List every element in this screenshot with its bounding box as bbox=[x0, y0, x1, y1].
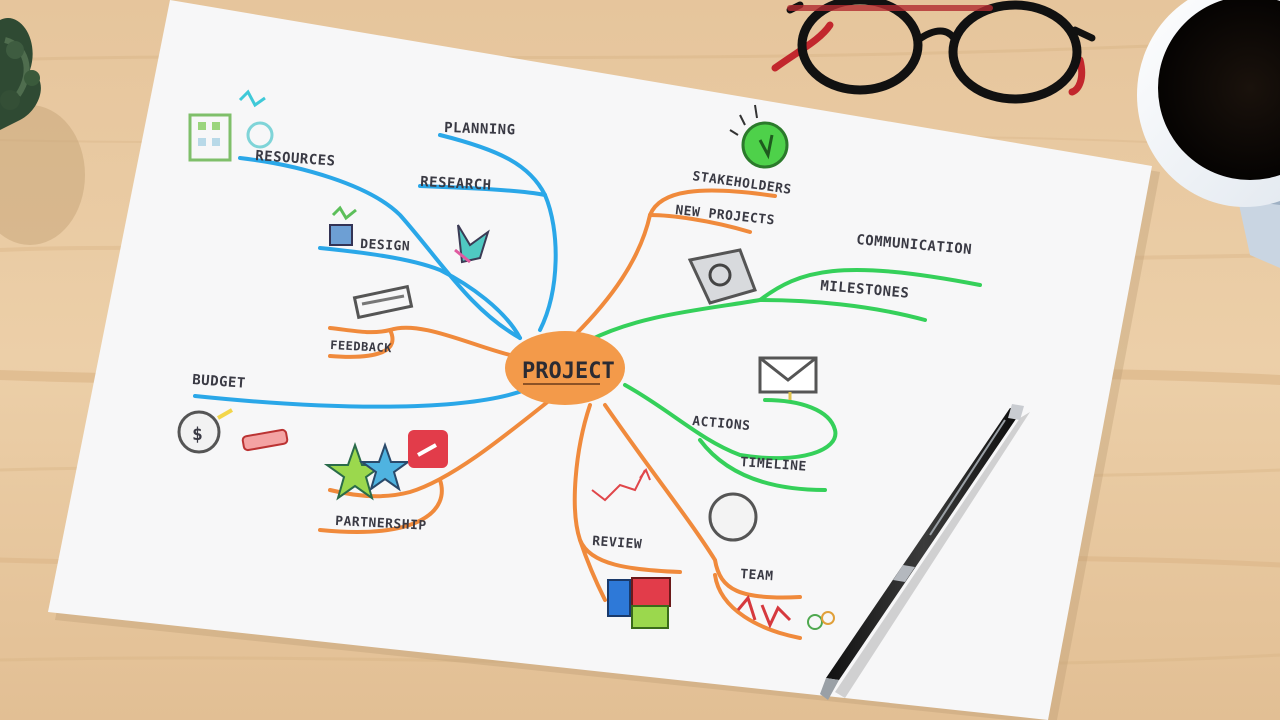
center-node bbox=[505, 331, 625, 405]
branch-label: DESIGN bbox=[360, 237, 411, 255]
tools-doodle-icon bbox=[329, 205, 357, 246]
coffee-mug bbox=[1137, 0, 1280, 268]
mindmap-branches bbox=[193, 133, 982, 640]
branch-label: TIMELINE bbox=[740, 455, 808, 475]
magnifier-doodle-icon: $ bbox=[177, 408, 233, 454]
puzzle-doodle-icon bbox=[454, 224, 490, 264]
pen bbox=[820, 404, 1030, 700]
camera-doodle-icon bbox=[687, 248, 757, 305]
envelope-doodle-icon bbox=[758, 356, 818, 400]
svg-text:$: $ bbox=[192, 424, 203, 445]
lightbulb-doodle-icon bbox=[729, 104, 789, 169]
building-doodle-icon bbox=[188, 89, 274, 162]
eyeglasses bbox=[771, 0, 1096, 104]
battery-doodle-icon bbox=[352, 284, 414, 320]
branch-label: PLANNING bbox=[444, 120, 516, 138]
stars-doodle-icon bbox=[323, 441, 412, 501]
center-label: PROJECT bbox=[522, 359, 615, 384]
branch-label: BUDGET bbox=[192, 372, 247, 392]
branch-label: PARTNERSHIP bbox=[335, 514, 427, 534]
pencil-doodle-icon bbox=[241, 428, 289, 452]
doodle-icons: $ bbox=[177, 89, 835, 630]
branch-label: RESEARCH bbox=[420, 174, 492, 194]
chat-doodle-icon bbox=[408, 430, 448, 468]
branch-label: FEEDBACK bbox=[330, 338, 393, 355]
branch-label: MILESTONES bbox=[820, 278, 910, 302]
graph-doodle-icon bbox=[591, 467, 651, 502]
branch-label: RESOURCES bbox=[255, 148, 336, 170]
branch-label: TEAM bbox=[740, 567, 774, 584]
figures-doodle-icon bbox=[736, 594, 835, 630]
plant bbox=[0, 18, 85, 245]
blocks-doodle-icon bbox=[607, 577, 671, 629]
circle-doodle-icon bbox=[708, 492, 758, 542]
branch-label: REVIEW bbox=[592, 534, 643, 552]
branch-label: ACTIONS bbox=[692, 414, 751, 434]
